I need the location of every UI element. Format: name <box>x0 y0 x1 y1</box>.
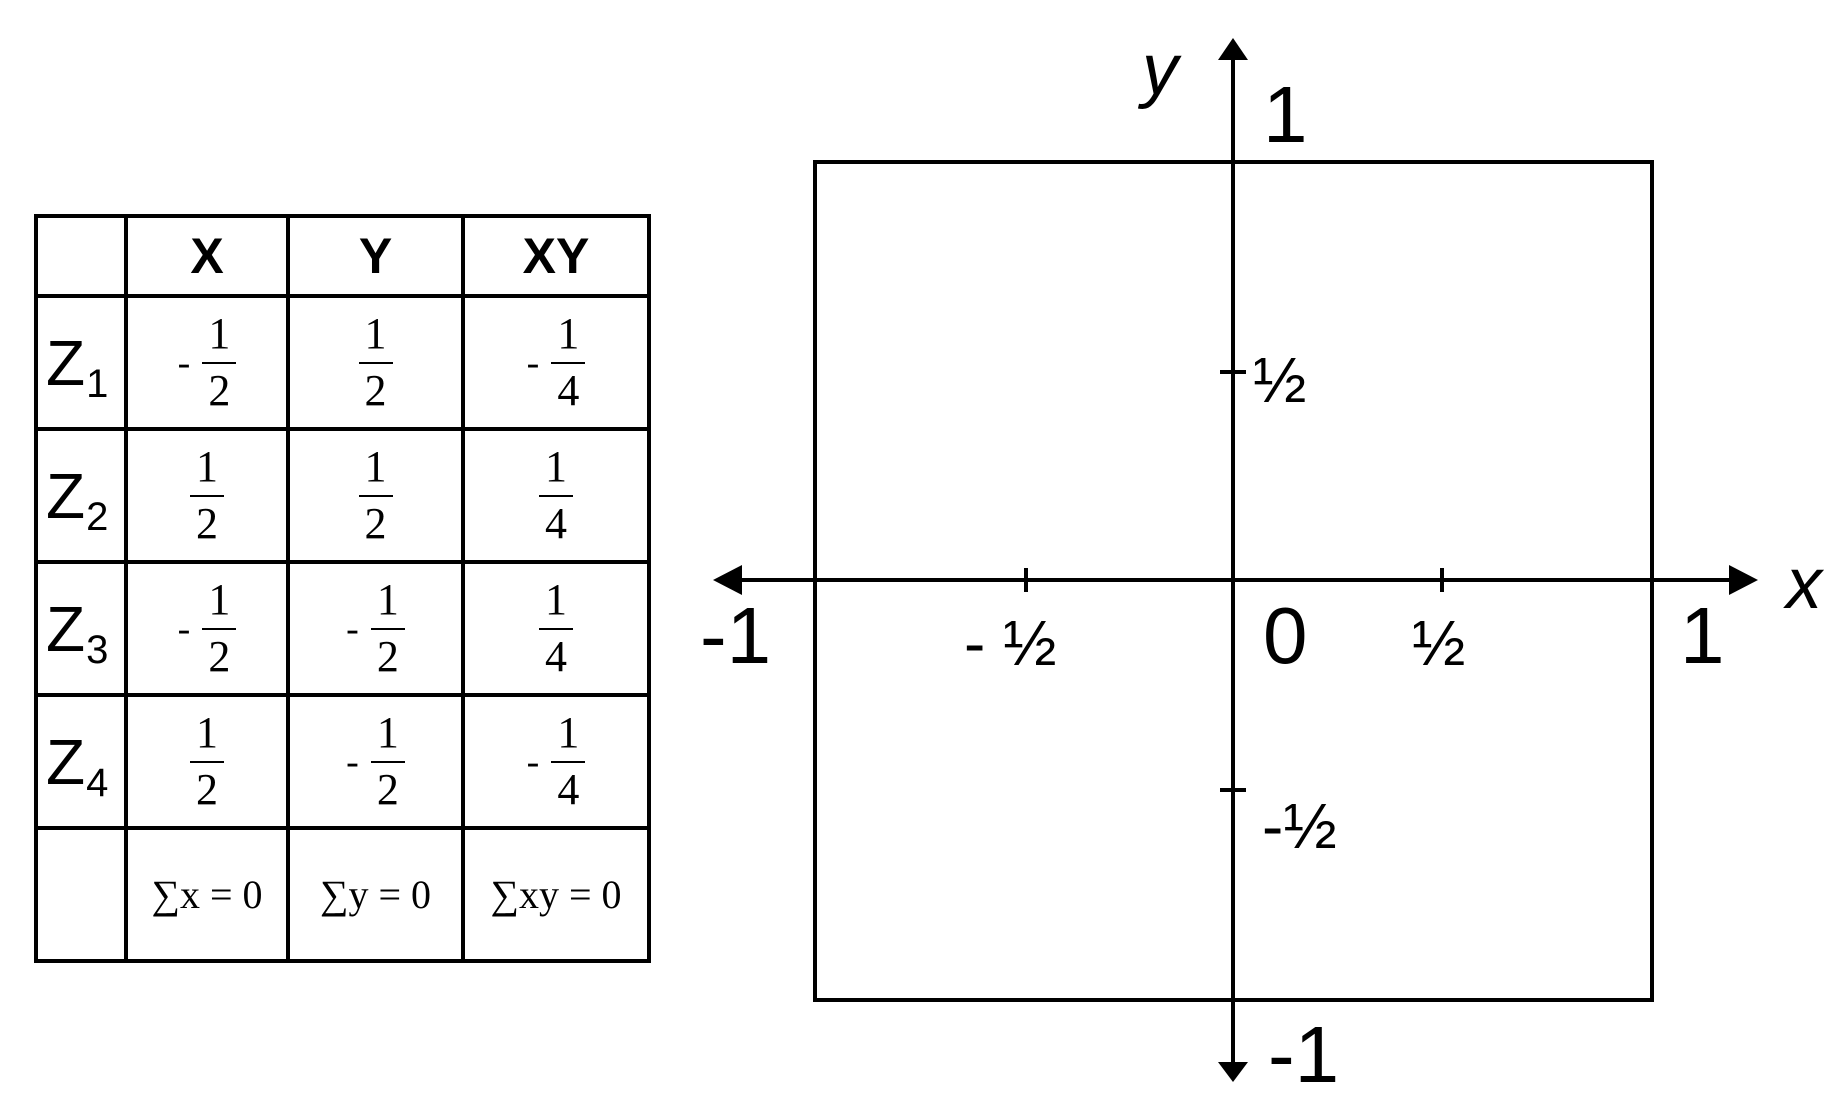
row-label-letter: Z <box>46 725 86 798</box>
x-tick-label: ½ <box>1412 607 1465 679</box>
xy-sign: - <box>526 341 540 384</box>
y-axis-label: y <box>1137 30 1182 110</box>
x-numerator: 1 <box>196 442 218 492</box>
header-x: X <box>124 214 290 298</box>
xy-sign: - <box>526 740 540 783</box>
y-value-cell: -1 2 <box>286 693 465 830</box>
x-value-cell: -1 2 <box>124 560 290 697</box>
y-numerator: 1 <box>376 575 399 625</box>
x-denominator: 2 <box>208 365 231 415</box>
y-tick-label: -½ <box>1262 790 1337 862</box>
sum-x: ∑x = 0 <box>124 826 290 963</box>
y-numerator: 1 <box>364 309 387 359</box>
xy-numerator: 1 <box>545 442 567 492</box>
y-axis-top-arrow <box>1218 38 1248 60</box>
x-numerator: 1 <box>196 708 218 758</box>
x-value-cell: -1 2 <box>124 294 290 431</box>
y-denominator: 2 <box>364 365 387 415</box>
x-axis-label: x <box>1783 544 1825 624</box>
row-label: Z1 <box>34 294 128 431</box>
x-tick-label: - ½ <box>964 607 1056 679</box>
y-denominator: 2 <box>364 498 387 548</box>
x-axis-right-arrow <box>1729 565 1758 595</box>
sum-row-label <box>34 826 128 963</box>
y-numerator: 1 <box>364 442 387 492</box>
xy-denominator: 4 <box>545 498 567 548</box>
x-numerator: 1 <box>208 309 231 359</box>
table-header-row: X Y XY <box>34 214 651 298</box>
xy-denominator: 4 <box>545 631 567 681</box>
y-tick-label: ½ <box>1253 344 1306 416</box>
x-axis-left-arrow <box>713 565 742 595</box>
xy-value-cell: -1 4 <box>461 294 651 431</box>
xy-numerator: 1 <box>557 309 580 359</box>
row-label-subscript: 4 <box>86 760 109 805</box>
xy-numerator: 1 <box>545 575 567 625</box>
sum-xy: ∑xy = 0 <box>461 826 651 963</box>
sum-row: ∑x = 0 ∑y = 0 ∑xy = 0 <box>34 826 651 963</box>
x-denominator: 2 <box>208 631 231 681</box>
y-tick-label: -1 <box>1268 1010 1339 1099</box>
header-xy: XY <box>461 214 651 298</box>
header-y: Y <box>286 214 465 298</box>
y-denominator: 2 <box>376 764 399 814</box>
x-sign: - <box>177 341 191 384</box>
xy-value-cell: -1 4 <box>461 693 651 830</box>
y-sign: - <box>346 607 359 650</box>
row-label-subscript: 2 <box>86 494 109 539</box>
y-value-cell: -1 2 <box>286 560 465 697</box>
xy-denominator: 4 <box>557 365 580 415</box>
row-label-subscript: 1 <box>86 361 109 406</box>
sum-y: ∑y = 0 <box>286 826 465 963</box>
header-corner <box>34 214 128 298</box>
row-label: Z2 <box>34 427 128 564</box>
y-axis-bottom-arrow <box>1218 1062 1248 1082</box>
row-label: Z4 <box>34 693 128 830</box>
y-tick-label: 1 <box>1263 70 1308 159</box>
x-sign: - <box>177 607 191 650</box>
y-denominator: 2 <box>376 631 399 681</box>
y-numerator: 1 <box>376 708 399 758</box>
row-label-subscript: 3 <box>86 627 109 672</box>
xy-numerator: 1 <box>557 708 580 758</box>
row-label-letter: Z <box>46 592 86 665</box>
y-sign: - <box>346 740 359 783</box>
x-denominator: 2 <box>196 498 218 548</box>
x-numerator: 1 <box>208 575 231 625</box>
x-tick-label: 0 <box>1263 591 1308 680</box>
row-label: Z3 <box>34 560 128 697</box>
row-label-letter: Z <box>46 326 86 399</box>
row-label-letter: Z <box>46 459 86 532</box>
x-tick-label: -1 <box>700 591 771 680</box>
x-tick-label: 1 <box>1680 591 1725 680</box>
xy-denominator: 4 <box>557 764 580 814</box>
x-denominator: 2 <box>196 764 218 814</box>
